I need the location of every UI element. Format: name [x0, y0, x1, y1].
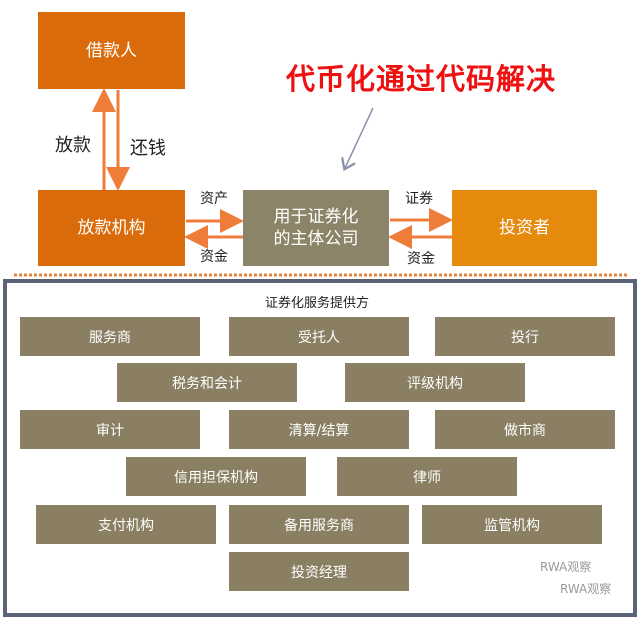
provider-box: 受托人 [229, 317, 409, 356]
funds-label-right: 资金 [407, 251, 435, 267]
provider-box: 投资经理 [229, 552, 409, 591]
provider-box: 备用服务商 [229, 505, 409, 544]
provider-box: 律师 [337, 457, 517, 496]
providers-panel [3, 279, 637, 617]
provider-box: 服务商 [20, 317, 200, 356]
loan-label: 放款 [55, 135, 91, 156]
investor-box: 投资者 [452, 190, 597, 266]
watermark: RWA观察 [560, 582, 612, 596]
funds-label-left: 资金 [200, 249, 228, 265]
spv-line1: 用于证券化 [273, 207, 359, 227]
borrower-box: 借款人 [38, 12, 185, 89]
provider-box: 支付机构 [36, 505, 216, 544]
lender-box: 放款机构 [38, 190, 185, 266]
watermark: RWA观察 [540, 560, 592, 574]
provider-box: 做市商 [435, 410, 615, 449]
repay-label: 还钱 [130, 138, 166, 159]
spv-box: 用于证券化 的主体公司 [243, 190, 389, 266]
spv-line2: 的主体公司 [273, 229, 359, 249]
provider-box: 监管机构 [422, 505, 602, 544]
provider-box: 评级机构 [345, 363, 525, 402]
pointer-arrow [345, 107, 374, 168]
provider-box: 审计 [20, 410, 200, 449]
headline: 代币化通过代码解决 [286, 62, 557, 96]
provider-box: 投行 [435, 317, 615, 356]
asset-label: 资产 [200, 191, 228, 207]
provider-box: 税务和会计 [117, 363, 297, 402]
provider-box: 信用担保机构 [126, 457, 306, 496]
providers-title: 证券化服务提供方 [264, 296, 369, 311]
provider-box: 清算/结算 [229, 410, 409, 449]
securities-label: 证券 [405, 191, 433, 207]
